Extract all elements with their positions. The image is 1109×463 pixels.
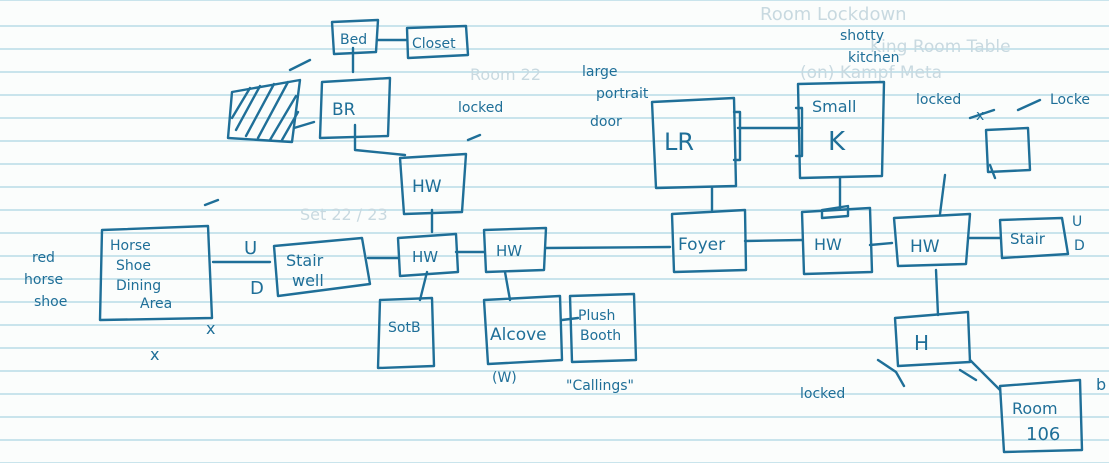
link-h-room106 [968,358,1002,392]
room-stair-right [998,216,1070,260]
link-hw-sotb [418,270,429,302]
faint-note: Room 22 [470,65,541,84]
label-stairwell-1: Stair [286,251,324,270]
room-hw-right2 [892,212,972,268]
faint-note: King Room Table [870,37,1011,57]
label-horseshoe-3: Dining [116,278,161,294]
link-door-hw [938,173,947,216]
note-d-left: D [250,278,264,299]
label-hw-mid: HW [496,242,522,260]
link-hw-hw2 [868,241,894,247]
note-locked-top: locked [458,100,503,116]
note-locked-right: locked [916,92,961,108]
locked-tick [466,133,482,142]
bleed-through-text: Room Lockdown King Room Table (on) Kampf… [300,4,1011,224]
note-b: b [1096,375,1106,394]
door-marks [732,98,1042,388]
note-shotgun-2: kitchen [848,50,900,66]
note-locked-bottom: locked [800,386,845,402]
link-hw-h [934,268,940,317]
note-u-right: U [1072,214,1082,230]
label-hw-right2: HW [910,237,940,257]
room-sotb [376,296,436,370]
note-red-2: horse [24,272,63,288]
label-br: BR [332,100,356,120]
faint-note: (on) Kampf Meta [800,63,942,83]
note-portrait-1: large [582,64,617,80]
label-lr: LR [664,128,694,156]
note-portrait-3: door [590,114,622,130]
room-boxes [98,18,1084,454]
link-foyer-hw [743,238,804,243]
label-small: Small [812,97,856,116]
label-bed: Bed [340,32,367,48]
room-labels: Bed Closet BR HW Horse Shoe Dining Area … [110,32,1060,445]
note-locked-far: Locke [1050,92,1090,108]
label-foyer: Foyer [678,235,725,255]
label-alcove: Alcove [490,325,547,345]
note-d-right: D [1074,238,1085,254]
label-horseshoe-2: Shoe [116,258,151,274]
label-hw-top: HW [412,177,442,197]
label-k: K [828,127,846,157]
note-red-3: shoe [34,294,67,310]
room-hw-mid [482,226,548,274]
label-plush-1: Plush [578,308,615,324]
label-plush-2: Booth [580,328,621,344]
label-closet: Closet [412,36,456,52]
room-locked-closet [984,126,1032,174]
room-plush-booths [568,292,638,364]
note-callings: "Callings" [566,378,634,394]
room-hw-left [396,232,460,278]
room-closet [405,24,470,60]
corridor-lines [203,38,1002,392]
label-sotb: SotB [388,320,421,336]
link-hw-foyer [544,245,672,250]
note-w: (W) [492,370,517,386]
label-stair-right: Stair [1010,230,1046,248]
label-stairwell-2: well [292,271,324,290]
note-shotgun-1: shotty [840,28,884,44]
link-br-hwtop [353,123,407,157]
faint-note: Set 22 / 23 [300,205,388,224]
room-br [318,76,392,140]
link-hw-alcove [503,270,512,302]
room-alcove [482,294,564,366]
room-foyer [670,208,748,274]
hatched-area [226,58,316,144]
room-bed [330,18,380,56]
label-hw-left: HW [412,248,438,266]
note-u-left: U [244,238,257,259]
faint-note: Room Lockdown [760,4,907,25]
note-red-1: red [32,250,55,266]
note-portrait-2: portrait [596,86,649,102]
room-horseshoe-dining [98,224,214,322]
room-small-kitchen [796,80,886,180]
annotations: locked locked Locke locked shotty kitche… [24,28,1106,402]
room-stairwell [272,236,372,298]
label-hw-right1: HW [814,235,842,254]
room-h [893,310,972,368]
dining-tick [203,198,220,207]
room-lr [650,96,738,190]
room-hw-top [398,152,468,216]
label-horseshoe-1: Horse [110,238,151,254]
note-x: x [206,319,215,338]
room-106 [998,378,1084,454]
label-room106-2: 106 [1026,424,1060,445]
label-room106-1: Room [1012,399,1058,418]
note-x: x [150,345,159,364]
label-horseshoe-4: Area [140,296,172,312]
label-h: H [914,331,929,355]
note-x: x [976,108,984,124]
